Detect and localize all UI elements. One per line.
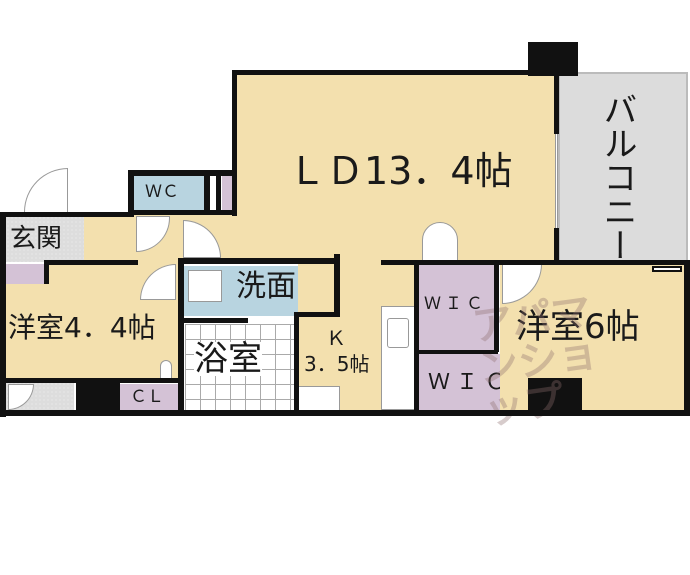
wall-bedroom-top	[494, 260, 690, 265]
wall-bedroom-right	[684, 262, 690, 416]
wc-shelf	[222, 176, 234, 211]
wall-wc-left	[128, 170, 134, 214]
wall-bedsmall-bottom	[0, 378, 180, 383]
room-ld-lower	[236, 210, 381, 262]
wall-entrance-top	[0, 212, 134, 217]
wic-upper-label: ＷＩＣ	[424, 294, 487, 314]
wall-ld-top	[232, 70, 562, 75]
wall-bath-right	[294, 312, 299, 416]
wall-wc-pipe	[216, 176, 221, 212]
wall-washroom-bottom	[294, 312, 340, 317]
wall-kitchen-top	[381, 260, 501, 265]
wall-wic-divider	[414, 350, 498, 354]
bath-label: 浴室	[194, 339, 262, 379]
room-wc	[134, 176, 204, 211]
balcony-label: バルコニー	[597, 92, 637, 262]
wall-entrance-step	[44, 260, 49, 284]
window-balcony	[555, 134, 558, 228]
wall-wc-bottom	[128, 210, 236, 215]
wall-ld-left	[232, 70, 237, 216]
wic-upper-door	[422, 222, 458, 262]
wc-label: ＷＣ	[145, 182, 179, 202]
wall-washroom-top	[178, 258, 338, 264]
wall-outer-left	[0, 212, 6, 417]
kitchen-label-line1: Ｋ	[326, 326, 346, 350]
closet-label: ＣＬ	[130, 387, 164, 407]
kitchen-label-line2: 3．5帖	[304, 352, 370, 376]
wall-wic-left	[414, 260, 419, 415]
entrance-label: 玄関	[10, 224, 63, 254]
wall-outer-bottom	[0, 410, 690, 416]
column-bedroom	[528, 378, 582, 414]
wall-ld-balcony-lower	[554, 228, 559, 264]
kitchen-counter	[381, 306, 415, 410]
wall-wc-right	[204, 176, 210, 212]
wall-ld-balcony	[554, 72, 559, 134]
column-top	[528, 42, 578, 76]
wall-bath-top	[178, 318, 248, 323]
bedroom-large-label: 洋室6帖	[516, 307, 640, 347]
room-closet	[120, 384, 178, 412]
wall-washroom-right	[334, 254, 340, 316]
washing-machine-space	[188, 270, 222, 302]
wall-wc-top	[128, 170, 236, 176]
bedroom-small-label: 洋室4．4帖	[8, 311, 156, 344]
pipe-shaft	[76, 378, 120, 414]
entrance-door	[24, 168, 68, 214]
wall-entrance-bottom	[46, 260, 138, 265]
ld-label: ＬＤ13．4帖	[288, 149, 513, 193]
fridge-space	[298, 386, 340, 412]
window-bedroom	[652, 266, 682, 272]
wall-washroom-left	[178, 258, 184, 416]
closet-door	[160, 360, 172, 380]
wall-wic-right	[494, 260, 499, 352]
room-wic-upper	[418, 264, 496, 350]
kitchen-sink	[387, 318, 409, 348]
washroom-label: 洗面	[236, 269, 296, 304]
room-entrance	[6, 216, 84, 262]
shoe-storage-overlay	[6, 264, 46, 284]
wic-lower-label: ＷＩＣ	[428, 370, 513, 395]
balcony	[558, 72, 688, 262]
